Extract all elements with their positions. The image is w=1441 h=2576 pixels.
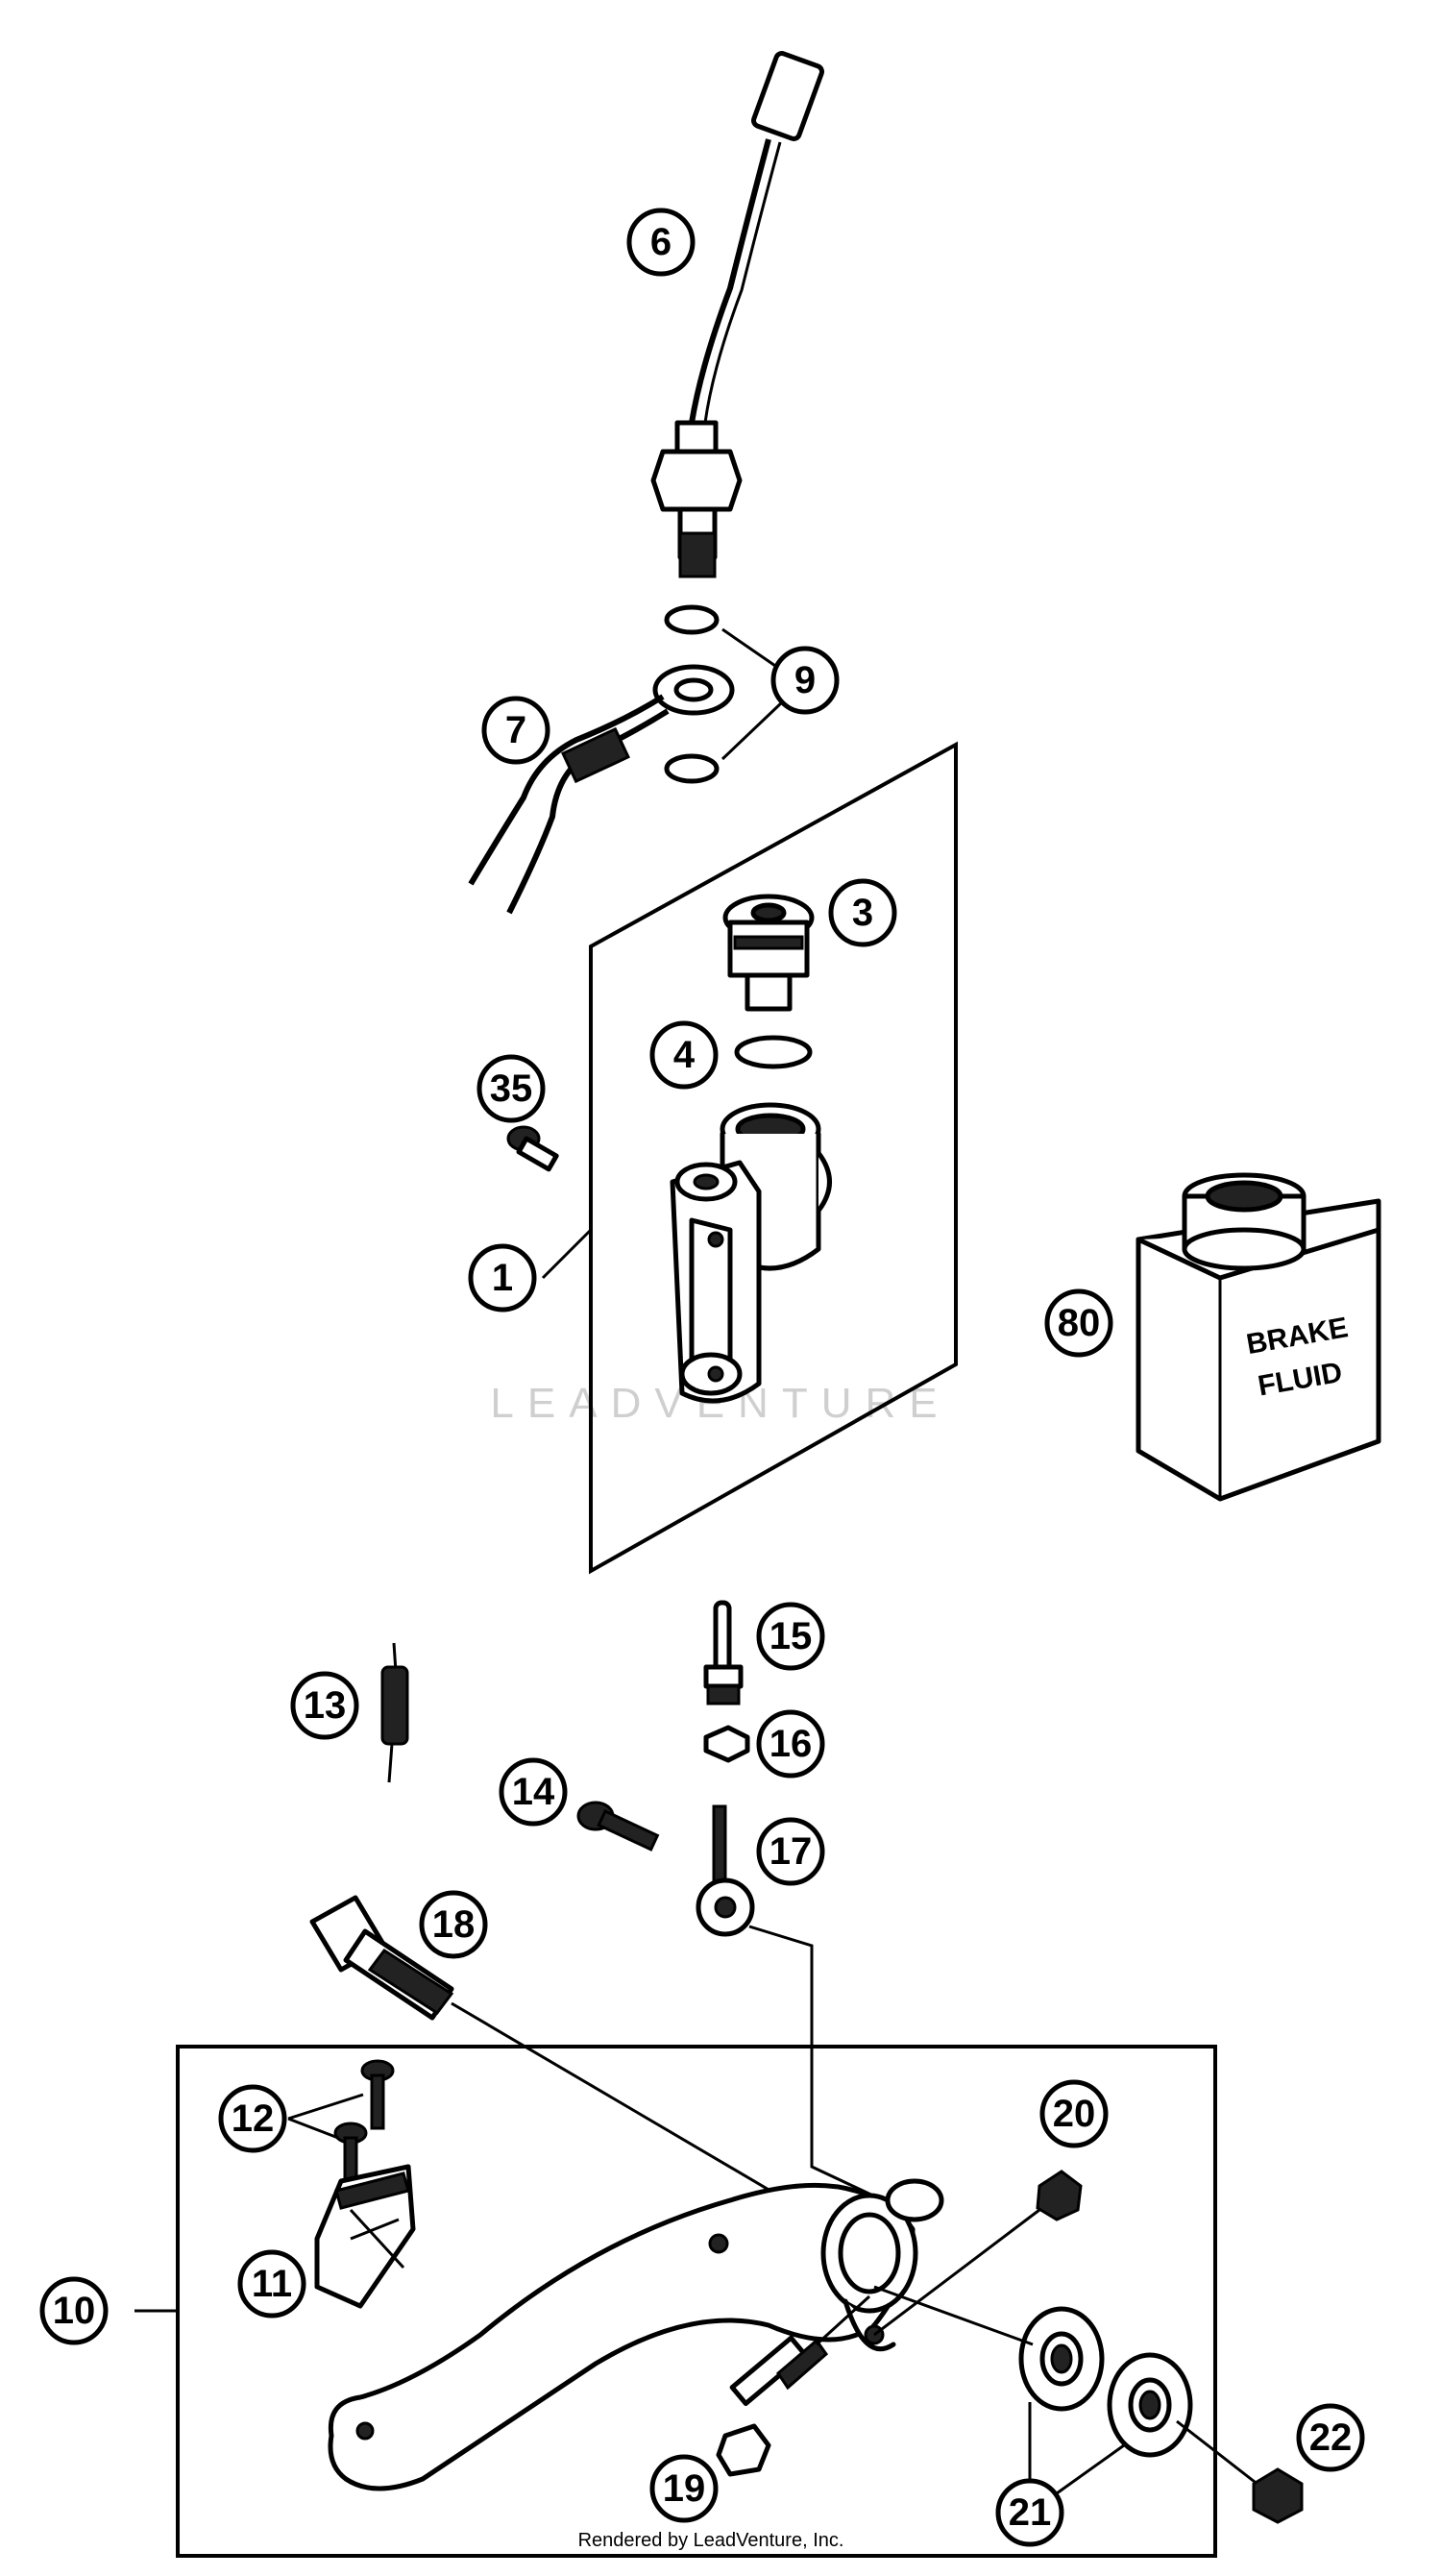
brake-light-switch bbox=[650, 51, 824, 578]
o-ring bbox=[734, 1035, 813, 1069]
callout-circle bbox=[499, 1757, 568, 1827]
washers bbox=[664, 604, 785, 784]
callout-circle bbox=[756, 1709, 825, 1779]
callout-9: 9 bbox=[770, 646, 840, 715]
brake-fluid-can: BRAKE FLUID bbox=[1136, 1172, 1381, 1502]
callout-label: 7 bbox=[505, 709, 526, 751]
pedal-axle-nut bbox=[1252, 2467, 1304, 2524]
pedal-screws bbox=[333, 2059, 395, 2193]
callout-22: 22 bbox=[1296, 2403, 1365, 2472]
callout-16: 16 bbox=[756, 1709, 825, 1779]
callout-circle bbox=[237, 2249, 306, 2318]
callout-10: 10 bbox=[39, 2276, 109, 2345]
callout-circle bbox=[770, 646, 840, 715]
callout-label: 12 bbox=[232, 2098, 275, 2140]
screw bbox=[506, 1125, 559, 1172]
callout-label: 18 bbox=[432, 1903, 476, 1946]
callout-20: 20 bbox=[1039, 2079, 1109, 2148]
callout-circle bbox=[290, 1671, 359, 1740]
callout-1: 1 bbox=[468, 1243, 537, 1313]
callout-circle bbox=[218, 2084, 287, 2153]
callout-label: 14 bbox=[512, 1771, 555, 1813]
callout-7: 7 bbox=[481, 696, 550, 765]
callout-label: 19 bbox=[663, 2467, 706, 2510]
callout-13: 13 bbox=[290, 1671, 359, 1740]
callout-label: 4 bbox=[673, 1034, 696, 1076]
callout-label: 17 bbox=[769, 1830, 813, 1873]
callout-circle bbox=[481, 696, 550, 765]
callout-label: 1 bbox=[492, 1257, 513, 1299]
callout-6: 6 bbox=[626, 208, 696, 277]
reservoir-cap bbox=[722, 894, 815, 1012]
callout-label: 6 bbox=[650, 221, 672, 263]
callout-circle bbox=[1296, 2403, 1365, 2472]
pedal-nut bbox=[1036, 2170, 1083, 2221]
callout-80: 80 bbox=[1044, 1288, 1113, 1358]
callout-label: 35 bbox=[490, 1067, 533, 1110]
master-cylinder bbox=[670, 1102, 832, 1404]
callout-circle bbox=[649, 2454, 719, 2523]
callout-label: 15 bbox=[769, 1615, 813, 1657]
callout-circle bbox=[468, 1243, 537, 1313]
credit: Rendered by LeadVenture, Inc. bbox=[578, 2530, 844, 2551]
callout-19: 19 bbox=[649, 2454, 719, 2523]
spring bbox=[380, 1642, 409, 1783]
callout-circle bbox=[995, 2478, 1064, 2547]
brake-pedal bbox=[328, 2178, 944, 2491]
callout-label: 9 bbox=[794, 659, 816, 701]
callout-circle bbox=[649, 1020, 719, 1090]
callout-12: 12 bbox=[218, 2084, 287, 2153]
callout-11: 11 bbox=[237, 2249, 306, 2318]
pedal-tip bbox=[314, 2164, 416, 2309]
callout-14: 14 bbox=[499, 1757, 568, 1827]
brake-pedal-frame bbox=[176, 2045, 1217, 2558]
bearings bbox=[1018, 2306, 1193, 2458]
callout-circle bbox=[756, 1817, 825, 1886]
callout-circle bbox=[1044, 1288, 1113, 1358]
callout-label: 80 bbox=[1058, 1302, 1101, 1344]
bolt bbox=[576, 1801, 660, 1852]
callout-label: 21 bbox=[1009, 2491, 1052, 2534]
callout-circle bbox=[626, 208, 696, 277]
callout-label: 11 bbox=[252, 2263, 292, 2305]
callout-35: 35 bbox=[476, 1054, 546, 1123]
callout-label: 20 bbox=[1053, 2093, 1096, 2135]
callout-circle bbox=[828, 878, 897, 947]
clevis bbox=[696, 1804, 755, 1937]
clevis-leader bbox=[748, 1925, 894, 2207]
callout-circle bbox=[756, 1602, 825, 1671]
pivot-bolt bbox=[309, 1895, 454, 2021]
callout-4: 4 bbox=[649, 1020, 719, 1090]
callout-label: 13 bbox=[304, 1684, 347, 1727]
callout-21: 21 bbox=[995, 2478, 1064, 2547]
master-cylinder-frame bbox=[589, 741, 958, 1575]
nut bbox=[703, 1725, 750, 1763]
push-rod bbox=[703, 1600, 744, 1705]
callout-18: 18 bbox=[419, 1890, 488, 1959]
pedal-bolt bbox=[716, 2335, 829, 2477]
callout-3: 3 bbox=[828, 878, 897, 947]
callout-label: 16 bbox=[769, 1723, 813, 1765]
callout-17: 17 bbox=[756, 1817, 825, 1886]
callout-label: 3 bbox=[852, 892, 873, 934]
callout-circle bbox=[39, 2276, 109, 2345]
callout-circle bbox=[476, 1054, 546, 1123]
callout-label: 22 bbox=[1309, 2417, 1353, 2459]
brake-hose bbox=[468, 664, 735, 915]
callout-circle bbox=[419, 1890, 488, 1959]
callout-15: 15 bbox=[756, 1602, 825, 1671]
callout-label: 10 bbox=[53, 2290, 96, 2332]
callout-circle bbox=[1039, 2079, 1109, 2148]
